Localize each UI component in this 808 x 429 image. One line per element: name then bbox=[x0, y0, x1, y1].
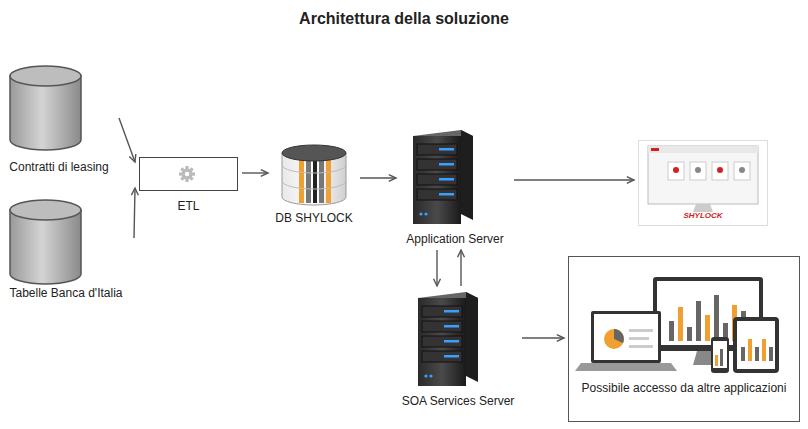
connector-arrow bbox=[242, 170, 268, 177]
connector-line bbox=[460, 250, 461, 286]
etl-box bbox=[139, 157, 238, 191]
arrow-head bbox=[434, 279, 441, 286]
node-label: ETL bbox=[177, 199, 199, 213]
arrow-head bbox=[458, 250, 465, 257]
node-label: Contratti di leasing bbox=[9, 160, 108, 174]
connector-arrow bbox=[360, 175, 396, 182]
connector-line bbox=[242, 172, 268, 173]
connector-arrow bbox=[522, 335, 564, 342]
connector-line bbox=[360, 177, 396, 178]
diagram-title: Architettura della soluzione bbox=[0, 10, 808, 28]
node-label: SHYLOCK bbox=[683, 211, 722, 226]
connector-arrow bbox=[119, 118, 136, 162]
connector-line bbox=[134, 188, 135, 238]
arrow-head bbox=[389, 175, 396, 182]
arrow-head bbox=[131, 188, 138, 195]
node-label: DB SHYLOCK bbox=[275, 211, 352, 225]
node-label: Possibile accesso da altre applicazioni bbox=[582, 381, 787, 421]
connector-line bbox=[436, 250, 437, 286]
connector-line bbox=[119, 118, 135, 162]
diagram-node: DB SHYLOCK bbox=[272, 143, 356, 225]
connector-line bbox=[522, 337, 564, 338]
server-icon bbox=[410, 290, 480, 388]
node-label: SOA Services Server bbox=[402, 394, 515, 408]
arrow-head bbox=[261, 170, 268, 177]
arrow-head bbox=[557, 335, 564, 342]
node-label: Application Server bbox=[406, 232, 503, 246]
diagram-node: SHYLOCK bbox=[638, 140, 768, 226]
diagram-node: Contratti di leasing bbox=[3, 62, 115, 174]
database-cylinder bbox=[8, 198, 83, 288]
connector-arrow bbox=[131, 188, 138, 238]
database-icon bbox=[279, 143, 349, 207]
diagram-node: SOA Services Server bbox=[398, 290, 518, 408]
connector-arrow bbox=[434, 250, 441, 286]
diagram-node: Possibile accesso da altre applicazioni bbox=[568, 256, 800, 422]
diagram-node: Application Server bbox=[400, 128, 510, 246]
connector-arrow bbox=[514, 177, 634, 184]
database-cylinder bbox=[8, 64, 83, 154]
connector-line bbox=[514, 179, 634, 180]
diagram-node: Tabelle Banca d'Italia bbox=[2, 196, 130, 300]
server-icon bbox=[405, 128, 475, 226]
connector-arrow bbox=[458, 250, 465, 286]
arrow-head bbox=[129, 154, 136, 162]
diagram-node: ETL bbox=[139, 157, 238, 213]
devices-illustration bbox=[569, 257, 799, 421]
node-label: Tabelle Banca d'Italia bbox=[9, 286, 122, 300]
arrow-head bbox=[627, 177, 634, 184]
